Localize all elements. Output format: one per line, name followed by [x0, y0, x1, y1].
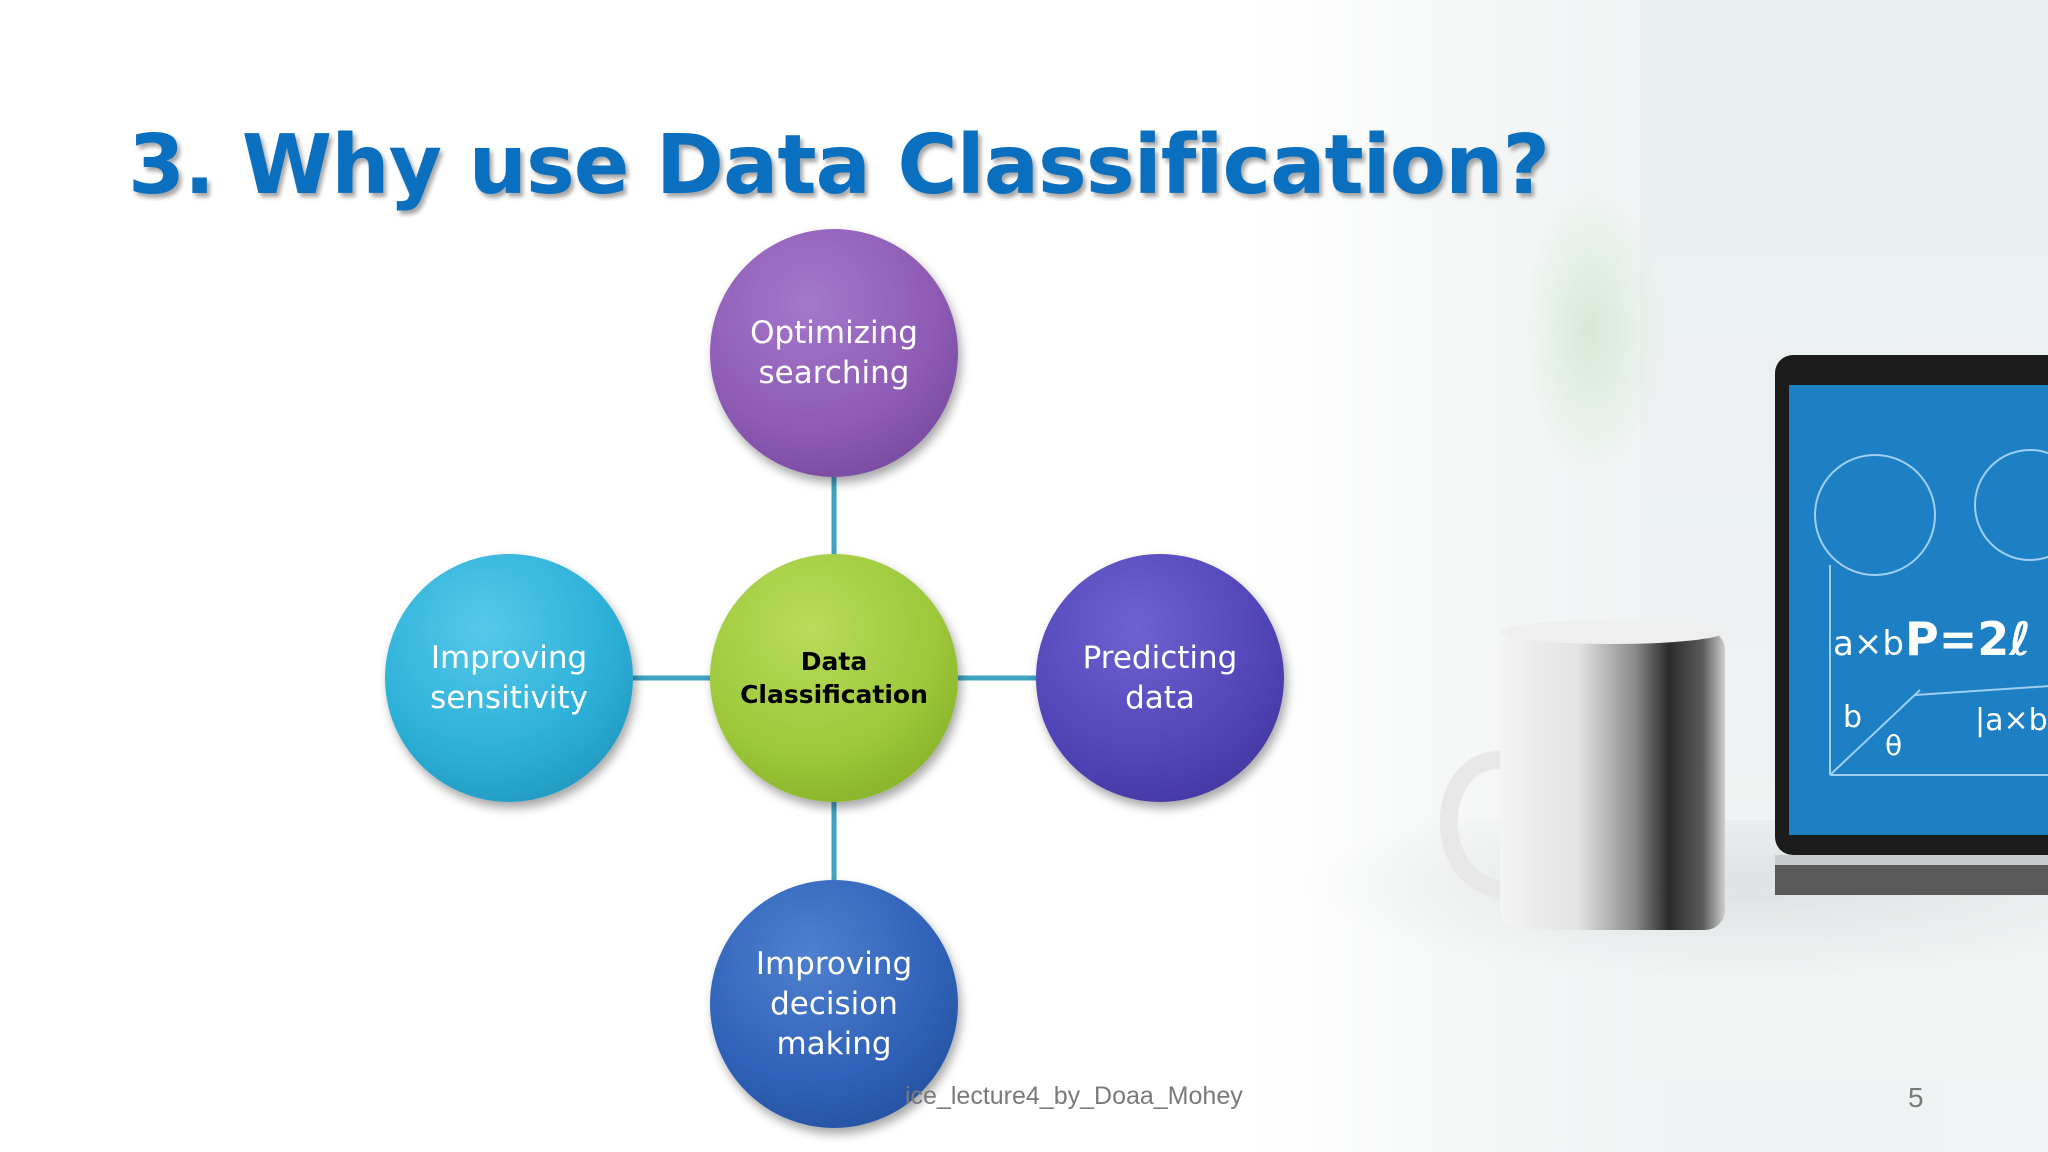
node-label: Data Classification — [740, 647, 928, 709]
laptop-image: a×b P=2ℓ b θ |a×b| — [1775, 355, 2048, 895]
slide-title: 3. Why use Data Classification? — [128, 118, 1550, 213]
mug-image — [1440, 620, 1725, 930]
laptop-screen-text-theta: θ — [1885, 729, 1902, 762]
laptop-screen-text-formula: P=2ℓ — [1905, 612, 2031, 666]
page-number: 5 — [1908, 1082, 1924, 1113]
node-label: Optimizing searching — [750, 315, 918, 391]
laptop-screen-text-abs: |a×b| — [1975, 703, 2048, 738]
node-label: Predicting data — [1082, 640, 1238, 716]
laptop-screen-text-axb: a×b — [1833, 624, 1904, 664]
background-plant-blur — [1520, 180, 1660, 480]
node-optimizing-searching: Optimizing searching — [710, 229, 958, 477]
node-data-classification: Data Classification — [710, 554, 958, 802]
slide-footer: ice_lecture4_by_Doaa_Mohey — [905, 1082, 1243, 1110]
node-improving-decision-making: Improving decision making — [710, 880, 958, 1128]
node-label: Improving sensitivity — [430, 640, 588, 716]
node-predicting-data: Predicting data — [1036, 554, 1284, 802]
node-label: Improving decision making — [755, 946, 913, 1062]
laptop-screen-text-b: b — [1843, 700, 1862, 735]
node-improving-sensitivity: Improving sensitivity — [385, 554, 633, 802]
